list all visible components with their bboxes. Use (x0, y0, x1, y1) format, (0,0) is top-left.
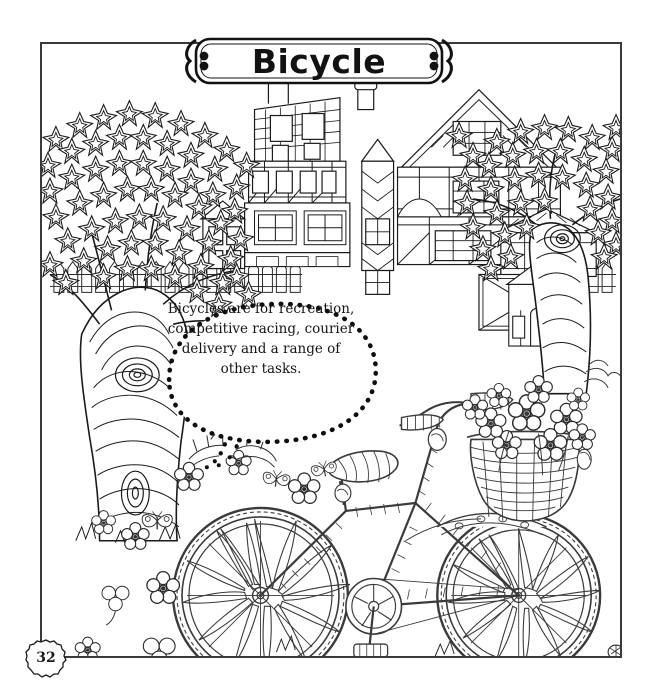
bubble-line-3: delivery and a range of (181, 341, 341, 357)
scroll-flourish-icon (441, 38, 453, 84)
page-number-badge (25, 639, 67, 678)
title-banner-shape (185, 37, 453, 85)
scroll-flourish-icon (185, 38, 197, 84)
flower-basket (461, 359, 620, 522)
page-number: 32 (36, 650, 56, 666)
left-tree (42, 100, 263, 544)
right-tree (445, 113, 620, 395)
speech-bubble-text: Bicycles are for recreation, competitive… (166, 292, 356, 386)
scene-artwork (42, 44, 620, 656)
title-banner: Bicycle (178, 36, 460, 86)
bubble-line-1: Bicycles are for recreation, (167, 301, 355, 317)
bubble-line-2: competitive racing, courier (167, 321, 355, 337)
speech-bubble (166, 301, 378, 470)
bubble-line-4: other tasks. (220, 361, 302, 377)
page-title: Bicycle (251, 41, 387, 81)
page-border-frame (40, 42, 622, 658)
